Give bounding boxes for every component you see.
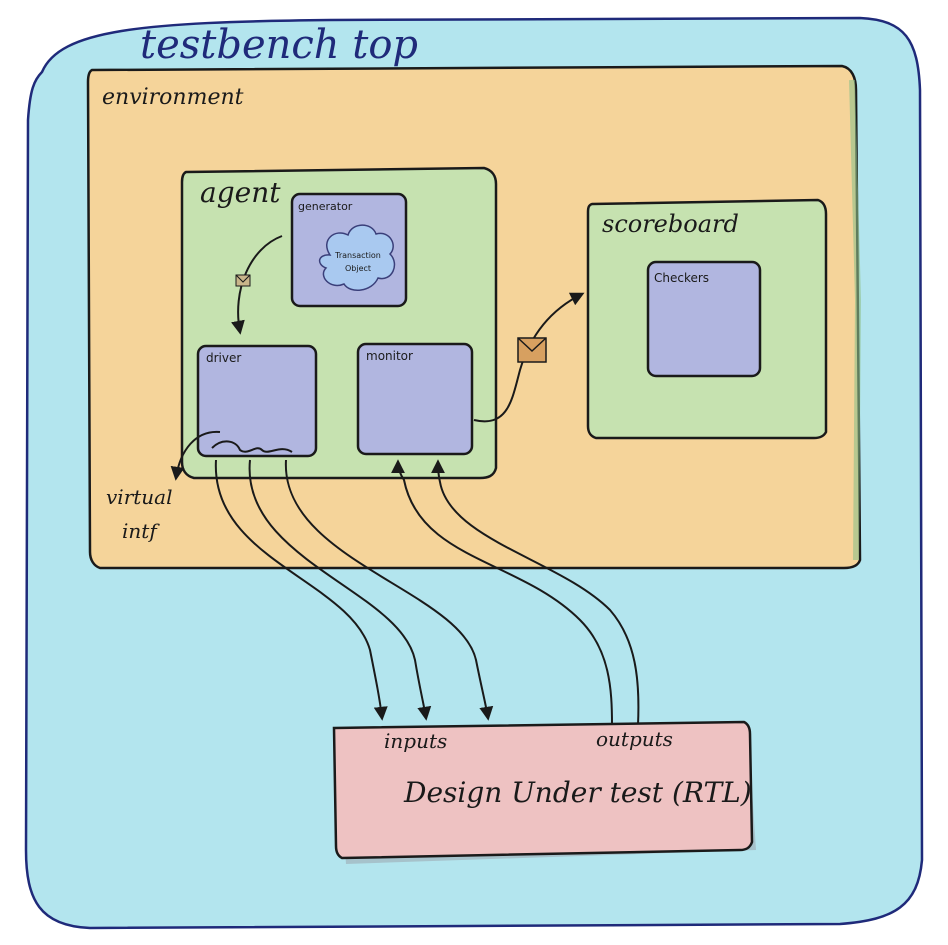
dut-outputs-label: outputs	[596, 727, 673, 751]
environment-label: environment	[102, 85, 244, 110]
input-wire-1	[214, 459, 388, 721]
dut-box	[332, 720, 754, 860]
output-wire-1	[391, 459, 613, 726]
checkers-box	[646, 260, 762, 378]
generator-to-driver-arrow	[231, 235, 283, 335]
virtual-intf-label-line2: intf	[122, 519, 160, 543]
input-wire-2	[248, 459, 432, 721]
small-envelope-flap	[235, 274, 251, 283]
generator-label: generator	[298, 200, 353, 213]
testbench-top-label: testbench top	[140, 22, 418, 68]
monitor-to-scoreboard-arrow	[473, 292, 585, 423]
transaction-label-line1: Transaction	[334, 251, 381, 260]
driver-box	[196, 344, 318, 458]
dut-title: Design Under test (RTL)	[403, 776, 752, 809]
virtual-intf-squiggle	[211, 440, 293, 453]
dut-inputs-label: inputs	[384, 729, 447, 753]
virtual-intf-arrow	[170, 430, 221, 481]
monitor-box	[356, 342, 474, 456]
input-wire-3	[284, 459, 494, 721]
small-envelope-icon	[235, 274, 251, 287]
virtual-intf-label-line1: virtual	[106, 485, 173, 509]
output-wire-2	[431, 459, 640, 726]
transaction-label-line2: Object	[345, 264, 371, 273]
agent-label: agent	[200, 176, 281, 209]
envelope-flap	[517, 337, 547, 353]
scoreboard-label: scoreboard	[602, 210, 739, 238]
monitor-label: monitor	[366, 349, 413, 363]
environment-green-edge	[849, 79, 862, 561]
driver-label: driver	[206, 351, 241, 365]
transaction-cloud	[318, 224, 396, 291]
checkers-label: Checkers	[654, 271, 709, 285]
